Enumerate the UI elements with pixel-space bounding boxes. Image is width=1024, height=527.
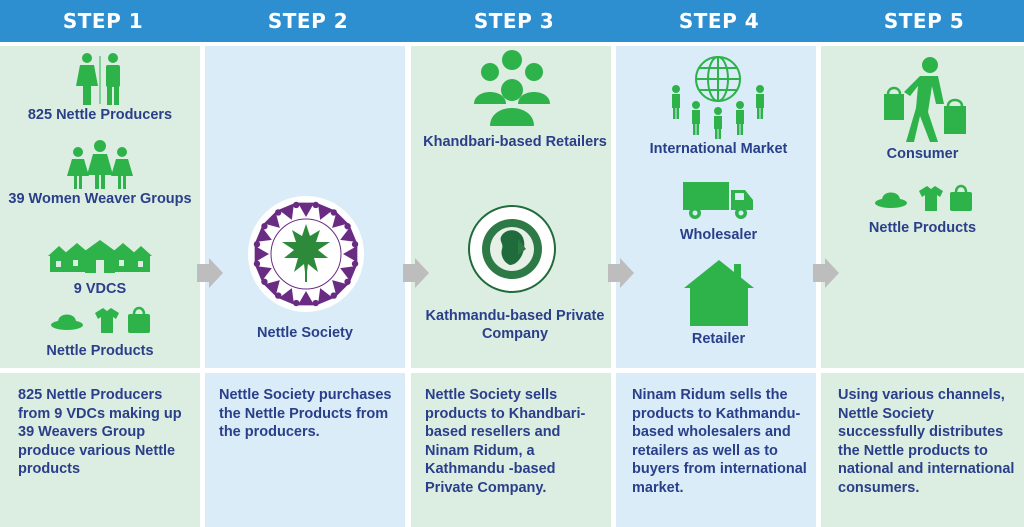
logo-ring-triangle bbox=[343, 245, 358, 263]
shopper-icon bbox=[884, 57, 966, 142]
step-2-label: Nettle Society bbox=[257, 325, 353, 341]
people-group-icon bbox=[474, 50, 550, 126]
step-4-wholesaler-label: Wholesaler bbox=[679, 227, 758, 243]
truck-icon bbox=[683, 182, 753, 219]
hat-icon bbox=[51, 314, 83, 330]
logo-ring-dot bbox=[275, 292, 282, 299]
logo-ring-dot bbox=[293, 299, 300, 307]
step-4-desc-panel bbox=[616, 373, 816, 527]
step-1-desc-panel bbox=[0, 373, 200, 527]
arrow-right-icon bbox=[608, 258, 634, 288]
houses-icon bbox=[48, 240, 152, 273]
logo-ring-dot bbox=[351, 260, 359, 267]
logo-ring-triangle bbox=[263, 280, 280, 297]
header-bar bbox=[0, 0, 1024, 42]
step-1-products-label: Nettle Products bbox=[46, 343, 154, 359]
step-3-retailers-label: Khandbari-based Retailers bbox=[423, 134, 607, 150]
step-4-international-label: International Market bbox=[649, 141, 788, 157]
logo-ring-dot bbox=[275, 209, 282, 216]
logo-ring-triangle bbox=[332, 280, 349, 297]
logo-ring-dot bbox=[261, 278, 268, 285]
logo-ring-triangle bbox=[297, 291, 315, 306]
logo-ring-triangle bbox=[340, 226, 357, 243]
step-3-desc-panel bbox=[411, 373, 611, 527]
step-4-label: STEP 4 bbox=[678, 9, 760, 33]
step-5-products-label: Nettle Products bbox=[868, 220, 977, 236]
logo-ring-dot bbox=[330, 209, 337, 216]
bag-icon bbox=[950, 184, 972, 211]
step-4-retailer-label: Retailer bbox=[691, 331, 746, 347]
shirt-icon bbox=[95, 308, 119, 333]
logo-ring-triangle bbox=[340, 265, 357, 282]
house-icon bbox=[684, 260, 754, 326]
step-2-label: STEP 2 bbox=[267, 9, 349, 33]
logo-ring-triangle bbox=[255, 265, 272, 282]
logo-ring-dot bbox=[344, 278, 351, 285]
logo-ring-dot bbox=[293, 201, 300, 209]
logo-ring-triangle bbox=[278, 288, 295, 305]
globe-network-icon bbox=[672, 56, 764, 139]
logo-ring-dot bbox=[351, 241, 359, 248]
logo-ring-triangle bbox=[317, 203, 334, 220]
logo-ring-triangle bbox=[278, 203, 295, 220]
logo-ring-dot bbox=[253, 241, 261, 248]
indigenous-women-logo-icon bbox=[468, 205, 556, 293]
step-5-consumer-label: Consumer bbox=[886, 146, 959, 162]
logo-ring-dot bbox=[261, 223, 268, 230]
step-1-vdcs-label: 9 VDCS bbox=[73, 281, 127, 297]
step-4-description: Ninam Ridum sells the products to Kathma… bbox=[632, 387, 807, 496]
logo-ring-dot bbox=[312, 201, 319, 209]
step-1-description: 825 Nettle Producers from 9 VDCs making … bbox=[18, 387, 182, 477]
step-5-desc-panel bbox=[821, 373, 1024, 527]
step-5-label: STEP 5 bbox=[883, 9, 965, 33]
hat-icon bbox=[875, 192, 907, 208]
arrow-right-icon bbox=[403, 258, 429, 288]
logo-ring-dot bbox=[253, 260, 261, 267]
step-1-label: STEP 1 bbox=[62, 9, 144, 33]
logo-ring-triangle bbox=[254, 245, 269, 263]
logo-ring-dot bbox=[312, 299, 319, 307]
step-5-description: Using various channels, Nettle Society s… bbox=[838, 387, 1015, 496]
step-2-desc-panel bbox=[205, 373, 405, 527]
bag-icon bbox=[128, 306, 150, 333]
step-3-description: Nettle Society sells products to Khandba… bbox=[425, 387, 586, 496]
logo-ring-triangle bbox=[332, 211, 349, 228]
arrow-right-icon bbox=[813, 258, 839, 288]
step-1-weaver-groups-label: 39 Women Weaver Groups bbox=[8, 191, 192, 207]
step-1-producers-label: 825 Nettle Producers bbox=[27, 107, 173, 123]
logo-ring-triangle bbox=[317, 288, 334, 305]
women-group-icon bbox=[67, 140, 133, 189]
step-2-description: Nettle Society purchases the Nettle Prod… bbox=[219, 387, 392, 440]
step-3-company-label: Kathmandu-based Private Company bbox=[425, 308, 605, 342]
nettle-society-logo-icon bbox=[248, 196, 364, 312]
logo-ring-triangle bbox=[255, 226, 272, 243]
male-female-icon bbox=[76, 53, 120, 105]
step-3-label: STEP 3 bbox=[473, 9, 555, 33]
arrow-right-icon bbox=[197, 258, 223, 288]
logo-ring-dot bbox=[344, 223, 351, 230]
logo-ring-triangle bbox=[297, 202, 315, 217]
logo-ring-dot bbox=[330, 292, 337, 299]
shirt-icon bbox=[919, 186, 943, 211]
logo-ring-triangle bbox=[263, 211, 280, 228]
